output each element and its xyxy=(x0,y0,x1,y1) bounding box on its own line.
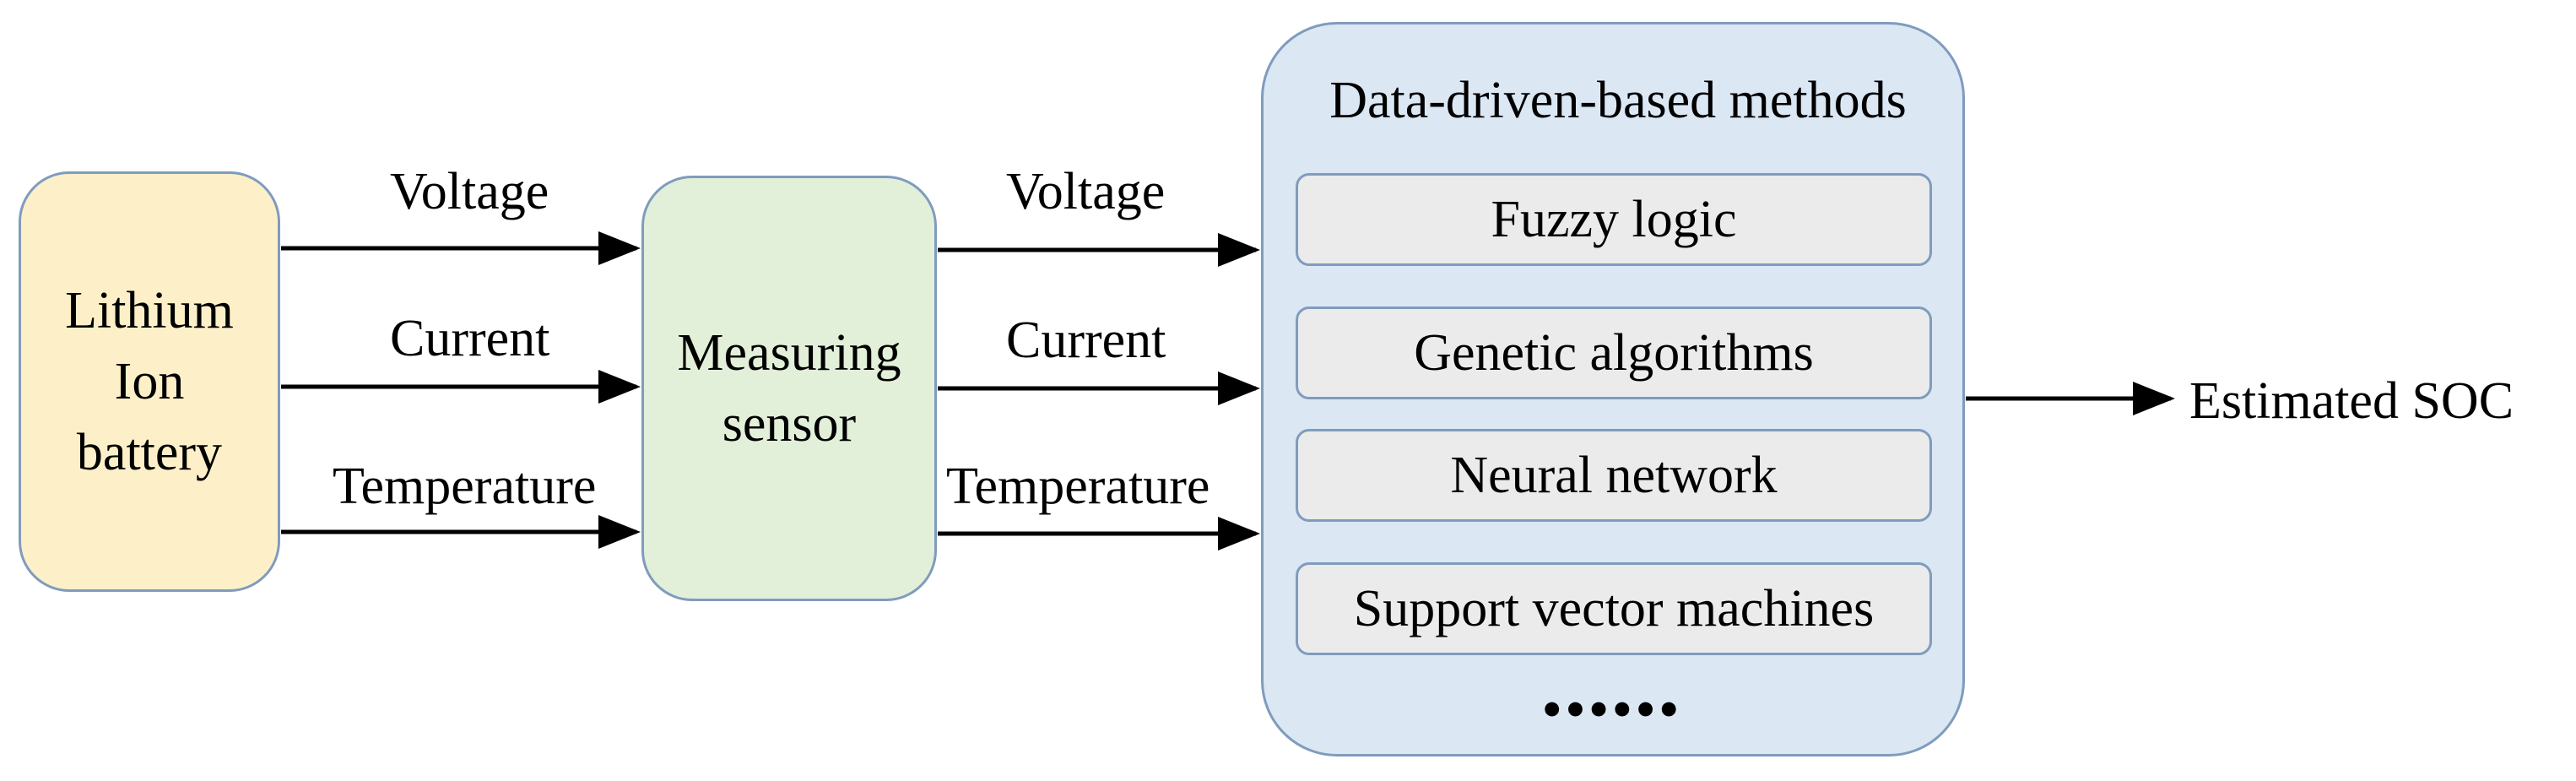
sensor-label-line1: Measuring xyxy=(677,324,901,382)
lithium-ion-battery-box: Lithium Ion battery xyxy=(19,171,280,592)
more-methods-ellipsis: •••••• xyxy=(1542,681,1684,739)
voltage-label-sensor-output: Voltage xyxy=(1006,163,1166,220)
temperature-label-input: Temperature xyxy=(333,458,597,515)
battery-label-line2: Ion xyxy=(114,353,185,410)
data-driven-methods-panel: Data-driven-based methods Fuzzy logic Ge… xyxy=(1261,22,1965,757)
method-genetic-algorithms: Genetic algorithms xyxy=(1296,306,1932,399)
method-support-vector-machines: Support vector machines xyxy=(1296,562,1932,655)
sensor-label: Measuring sensor xyxy=(677,317,901,459)
battery-label-line1: Lithium xyxy=(65,282,234,339)
voltage-label-input: Voltage xyxy=(390,163,549,220)
battery-label-line3: battery xyxy=(76,424,223,481)
current-label-input: Current xyxy=(390,310,550,367)
method-fuzzy-logic: Fuzzy logic xyxy=(1296,173,1932,266)
temperature-label-sensor-output: Temperature xyxy=(946,458,1210,515)
estimated-soc-label: Estimated SOC xyxy=(2189,372,2514,430)
current-label-sensor-output: Current xyxy=(1006,312,1166,369)
sensor-label-line2: sensor xyxy=(722,395,857,453)
measuring-sensor-box: Measuring sensor xyxy=(641,176,937,601)
method-neural-network: Neural network xyxy=(1296,429,1932,522)
methods-panel-title: Data-driven-based methods xyxy=(1329,72,1907,129)
battery-label: Lithium Ion battery xyxy=(65,275,234,488)
